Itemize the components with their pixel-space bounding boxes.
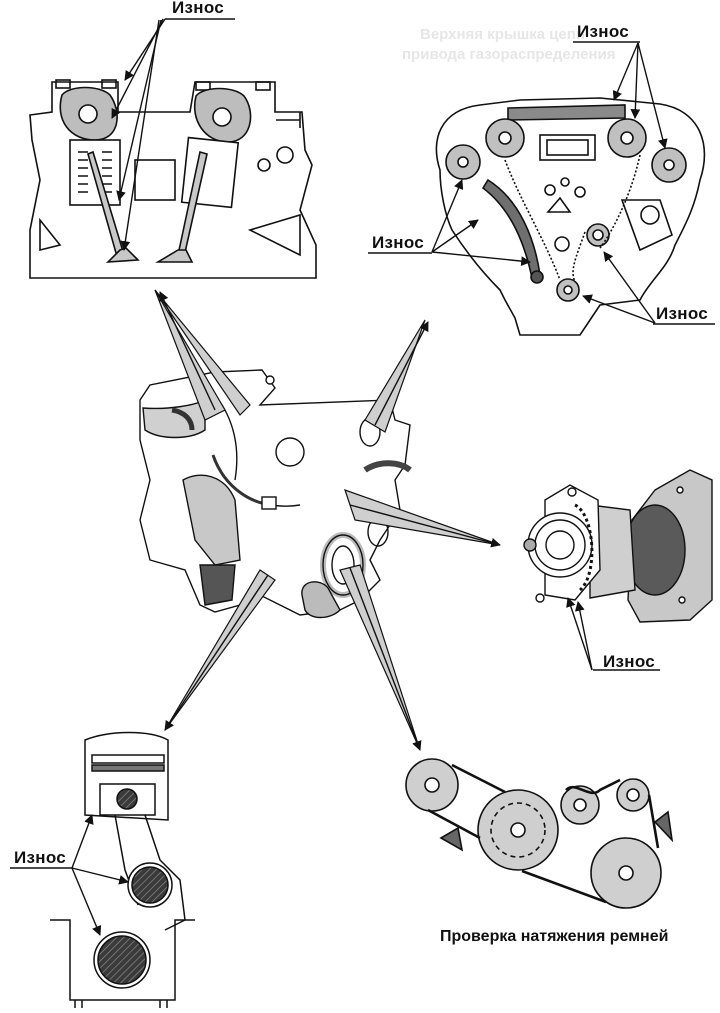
timing-chain-illustration	[435, 97, 706, 336]
water-pump-wear-label: Износ	[603, 652, 656, 671]
water-pump-callout	[566, 597, 660, 671]
piston-callout	[10, 814, 129, 936]
water-pump-illustration	[523, 469, 713, 623]
cylinder-head-wear-label: Износ	[172, 0, 225, 17]
drive-belt-illustration	[405, 758, 674, 909]
tension-marker-left	[439, 826, 464, 852]
bleed-through-text-1: Верхняя крышка цепи	[420, 26, 586, 43]
belt-tension-caption: Проверка натяжения ремней	[440, 928, 669, 945]
timing-chain-left-wear-label: Износ	[372, 233, 425, 252]
chain-guide-top	[507, 104, 626, 121]
pump-pulley	[527, 512, 593, 578]
tension-marker-right	[653, 810, 674, 843]
timing-chain-callouts	[368, 41, 715, 325]
piston-wear-label: Износ	[14, 848, 67, 867]
bleed-through-text-2: привода газораспределения	[402, 46, 616, 63]
timing-chain-right-wear-label: Износ	[656, 304, 709, 323]
timing-chain-top-wear-label: Износ	[577, 22, 630, 41]
piston-rod-illustration	[50, 731, 195, 1008]
engine-pointer-arrows	[159, 291, 501, 751]
cylinder-head-callout	[111, 18, 235, 251]
cylinder-head-illustration	[29, 79, 317, 279]
